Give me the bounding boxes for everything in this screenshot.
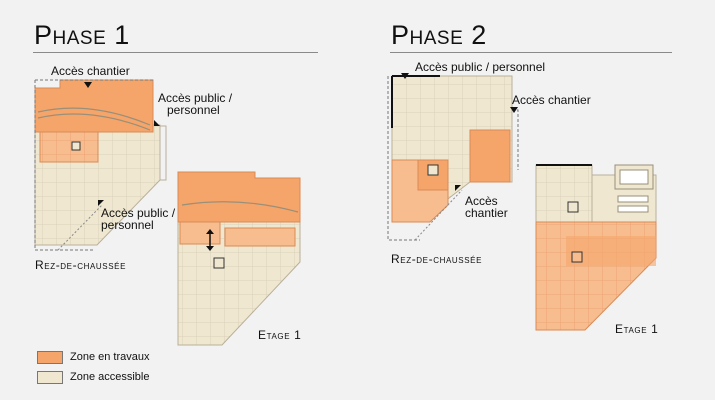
phase2-access-public-top-label: Accès public / personnel — [415, 60, 546, 74]
arrow-marker-icon — [154, 120, 160, 126]
legend-accessible-swatch — [37, 371, 63, 384]
phase2-ground-floor-label: Rez-de-chaussée — [391, 252, 483, 266]
phase1-access-public-mid-label-1: Accès public / — [101, 206, 176, 220]
phase1-access-public-right-label-1: Accès public / — [158, 91, 233, 105]
phase2-access-chantier-mid-label-1: Accès — [465, 194, 498, 208]
phase1-access-chantier-top-label: Accès chantier — [51, 64, 130, 78]
phase2-divider — [390, 52, 672, 53]
arrow-down-icon — [84, 82, 92, 88]
arrow-down-icon — [401, 73, 409, 79]
phase1-access-public-right-label-2: personnel — [167, 103, 220, 117]
phase1-floor1-label: Etage 1 — [258, 328, 302, 342]
phase2-floor1-label: Etage 1 — [615, 322, 659, 336]
phase2-access-chantier-mid-label-2: chantier — [465, 206, 508, 220]
phase1-floor1-plan — [177, 171, 301, 346]
phase2-ground-plan — [387, 73, 519, 241]
arrow-down-icon — [510, 107, 518, 113]
legend-accessible-label: Zone accessible — [70, 371, 150, 383]
legend-works-swatch — [37, 351, 63, 364]
phase1-ground-plan — [34, 79, 167, 251]
phase2-access-chantier-right-label: Accès chantier — [512, 93, 591, 107]
phase1-access-public-mid-label-2: personnel — [101, 218, 154, 232]
legend-works-label: Zone en travaux — [70, 351, 150, 363]
arrow-marker-icon — [98, 200, 104, 206]
phase2-floor1-plan — [535, 164, 657, 331]
phase1-ground-floor-label: Rez-de-chaussée — [35, 258, 127, 272]
phase1-title: Phase 1 — [34, 20, 130, 50]
arrow-up-icon — [206, 229, 214, 234]
phase2-title: Phase 2 — [391, 20, 487, 50]
arrow-down-icon — [206, 246, 214, 251]
phase1-divider — [33, 52, 318, 53]
arrow-marker-icon — [455, 185, 461, 191]
